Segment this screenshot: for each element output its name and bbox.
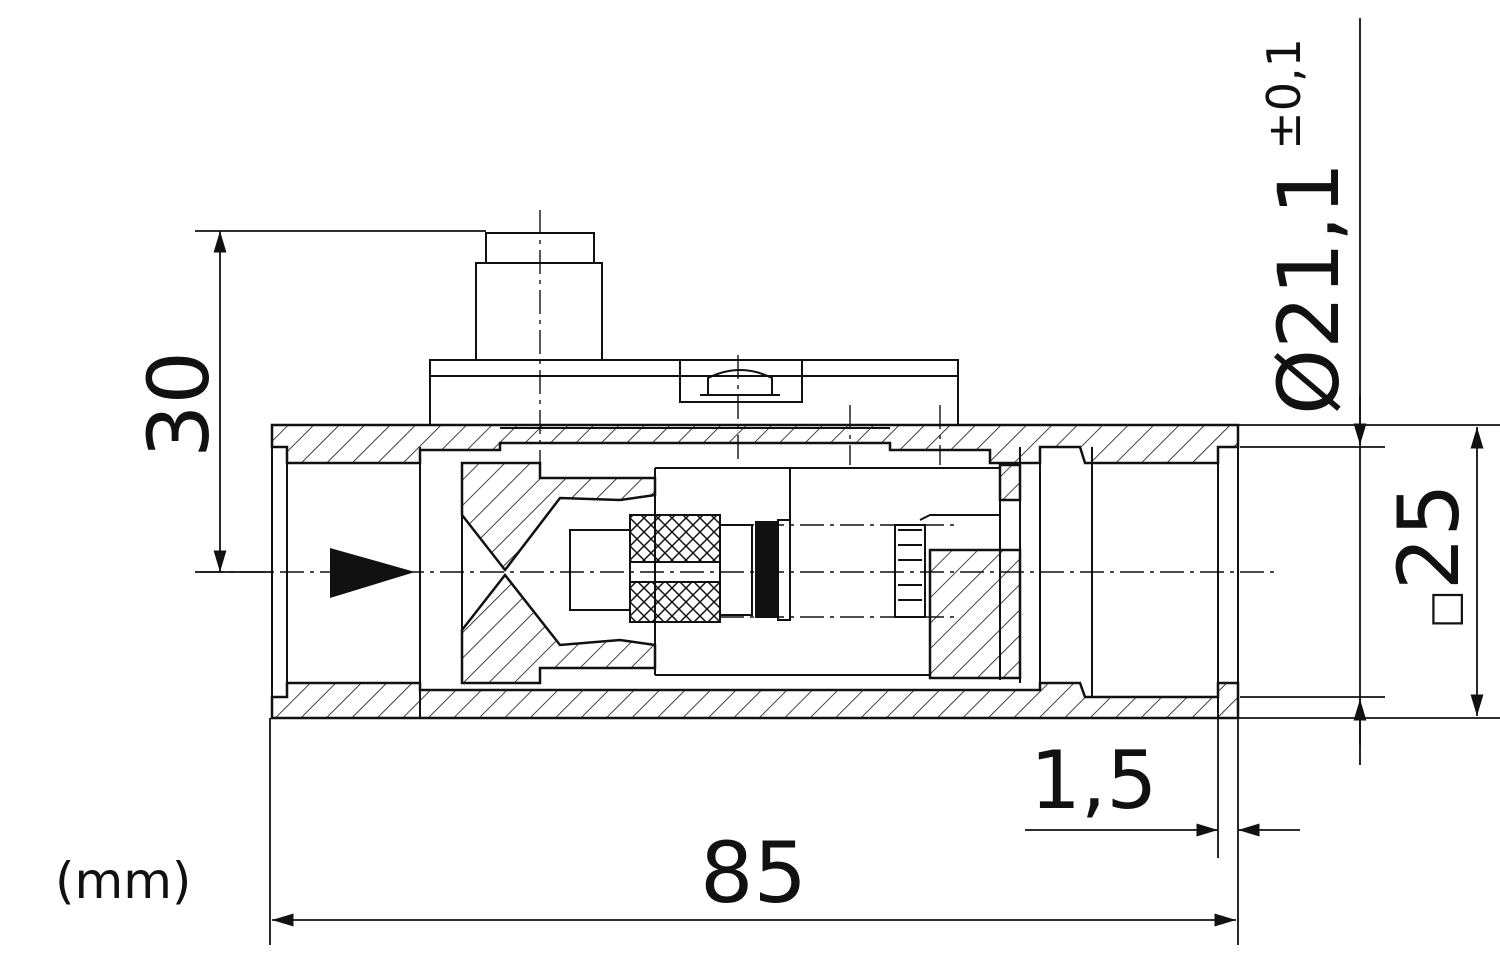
dim-diameter-value: Ø21,1 (1260, 162, 1358, 415)
dim-tolerance: ±0,1 (1257, 38, 1311, 150)
dim-square: □25 (1380, 483, 1478, 628)
switch-housing (429, 232, 959, 429)
dim-wall: 1,5 (1030, 734, 1157, 827)
dim-length: 85 (700, 824, 807, 922)
dim-square-value: 25 (1380, 483, 1478, 590)
square-symbol: □ (1422, 590, 1468, 628)
piston-assembly (569, 514, 926, 623)
unit-label: (mm) (55, 852, 191, 910)
flow-direction-icon (330, 548, 415, 598)
dim-height: 30 (130, 351, 228, 458)
dim-diameter: Ø21,1 ±0,1 (1257, 38, 1358, 415)
dimension-lines (195, 18, 1500, 945)
